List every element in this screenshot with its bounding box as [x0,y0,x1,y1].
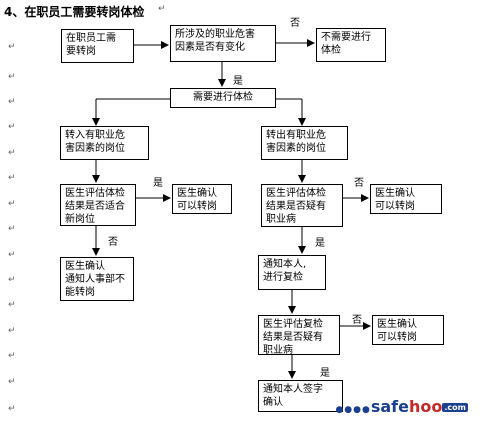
paragraph-mark: ↵ [8,122,16,132]
notify-recheck-box: 通知本人, 进行复检 [258,255,326,290]
eval-recheck-box: 医生评估复检 结果是否疑有 职业病 [258,315,340,355]
safehoo-watermark-logo: ●●●●safehoo.com [335,397,468,416]
paragraph-mark: ↵ [8,72,16,82]
start-box: 在职员工需 要转岗 [61,29,134,63]
no-exam-box: 不需要进行 体检 [316,28,386,62]
paragraph-mark: ↵ [8,404,16,414]
paragraph-mark: ↵ [8,199,16,209]
paragraph-mark: ↵ [8,351,16,361]
label-yes-right1: 是 [315,238,325,249]
paragraph-mark: ↵ [8,275,16,285]
paragraph-mark: ↵ [8,173,16,183]
transfer-out-box: 转出有职业危 害因素的岗位 [261,126,348,160]
watermark-hoo: hoo [409,397,443,416]
paragraph-mark: ↵ [8,300,16,310]
paragraph-mark: ↵ [8,224,16,234]
label-no-right1: 否 [354,178,364,189]
paragraph-mark: ↵ [158,4,166,14]
label-no-left: 否 [108,237,118,248]
paragraph-mark: ↵ [8,250,16,260]
watermark-safe: safe [370,397,409,416]
confirm-transfer-left-box: 医生确认 可以转岗 [172,184,232,214]
watermark-com: .com [442,403,468,412]
paragraph-mark: ↵ [8,42,16,52]
notify-hr-box: 医生确认 通知人事部不 能转岗 [60,257,134,301]
label-yes-mid: 是 [233,76,243,87]
confirm-transfer-right1-box: 医生确认 可以转岗 [370,184,442,214]
label-yes-right2: 是 [320,368,330,379]
confirm-transfer-right2-box: 医生确认 可以转岗 [372,315,444,345]
eval-fit-box: 医生评估体检 结果是否适合 新岗位 [60,184,136,226]
label-yes-left: 是 [153,178,163,189]
page-title: 4、在职员工需要转岗体检 [4,5,145,19]
paragraph-mark: ↵ [8,326,16,336]
transfer-in-box: 转入有职业危 害因素的岗位 [60,126,149,160]
hazard-change-question-box: 所涉及的职业危害 因素是否有变化 [170,25,276,62]
eval-suspect-box: 医生评估体检 结果是否疑有 职业病 [261,184,343,227]
notify-sign-box: 通知本人签字 确认 [258,380,343,412]
paragraph-mark: ↵ [8,148,16,158]
watermark-dots: ●●●● [335,405,371,415]
label-no-top: 否 [290,18,300,29]
need-exam-box: 需要进行体检 [170,88,276,108]
label-no-right2: 否 [352,315,362,326]
paragraph-mark: ↵ [8,377,16,387]
paragraph-mark: ↵ [8,97,16,107]
